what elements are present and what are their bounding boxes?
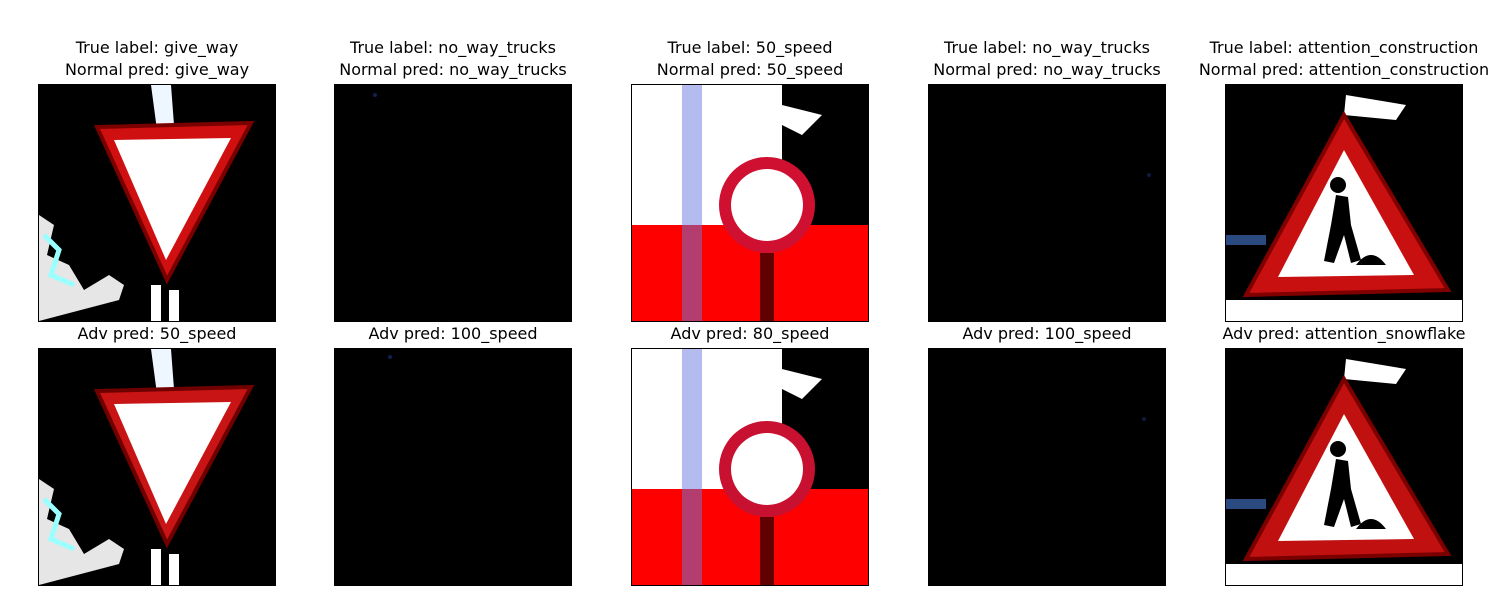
- adversarial-prediction: Adv pred: 50_speed: [77, 324, 237, 343]
- normal-prediction: Normal pred: give_way: [64, 60, 250, 79]
- adversarial-image-give-way: [38, 348, 276, 586]
- column-2-header: True label: no_way_trucks Normal pred: n…: [293, 37, 613, 81]
- adversarial-image-no-way-trucks: [334, 348, 572, 586]
- column-4-adv-header: Adv pred: 100_speed: [887, 323, 1207, 345]
- original-image-attention-construction: [1225, 84, 1463, 322]
- column-3-header: True label: 50_speed Normal pred: 50_spe…: [590, 37, 910, 81]
- adversarial-image-attention-construction: [1225, 348, 1463, 586]
- adversarial-prediction: Adv pred: 80_speed: [670, 324, 830, 343]
- column-2-adv-header: Adv pred: 100_speed: [293, 323, 613, 345]
- original-image-no-way-trucks-2: [928, 84, 1166, 322]
- normal-prediction: Normal pred: no_way_trucks: [933, 60, 1161, 79]
- normal-prediction: Normal pred: 50_speed: [656, 60, 844, 79]
- true-label: True label: no_way_trucks: [944, 38, 1150, 57]
- normal-prediction: Normal pred: no_way_trucks: [339, 60, 567, 79]
- adversarial-prediction: Adv pred: 100_speed: [962, 324, 1132, 343]
- adversarial-image-50-speed: [631, 348, 869, 586]
- column-5-adv-header: Adv pred: attention_snowflake: [1184, 323, 1500, 345]
- adversarial-prediction: Adv pred: 100_speed: [368, 324, 538, 343]
- column-1-header: True label: give_way Normal pred: give_w…: [0, 37, 317, 81]
- column-5-header: True label: attention_construction Norma…: [1184, 37, 1500, 81]
- true-label: True label: give_way: [75, 38, 239, 57]
- column-4-header: True label: no_way_trucks Normal pred: n…: [887, 37, 1207, 81]
- original-image-no-way-trucks: [334, 84, 572, 322]
- adversarial-prediction: Adv pred: attention_snowflake: [1222, 324, 1466, 343]
- adversarial-image-no-way-trucks-2: [928, 348, 1166, 586]
- column-1-adv-header: Adv pred: 50_speed: [0, 323, 317, 345]
- original-image-50-speed: [631, 84, 869, 322]
- normal-prediction: Normal pred: attention_construction: [1198, 60, 1490, 79]
- true-label: True label: 50_speed: [667, 38, 833, 57]
- original-image-give-way: [38, 84, 276, 322]
- true-label: True label: no_way_trucks: [350, 38, 556, 57]
- column-3-adv-header: Adv pred: 80_speed: [590, 323, 910, 345]
- true-label: True label: attention_construction: [1209, 38, 1479, 57]
